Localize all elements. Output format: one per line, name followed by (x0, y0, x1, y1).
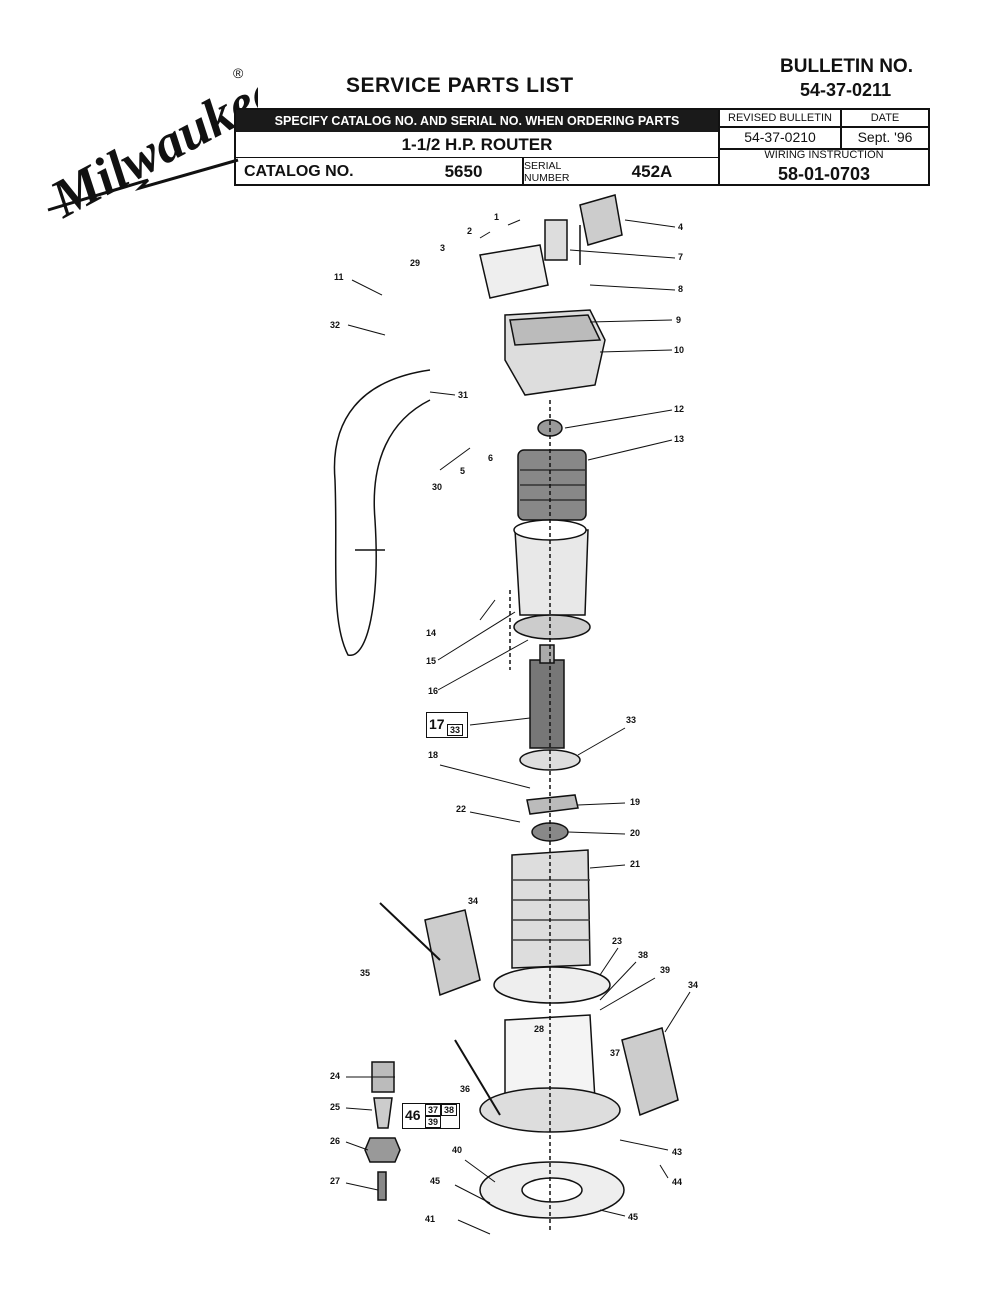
revised-label: REVISED BULLETIN (728, 112, 832, 124)
callout-23: 23 (612, 936, 623, 946)
callout-37: 37 (610, 1048, 621, 1058)
catalog-label: CATALOG NO. (244, 163, 354, 180)
date-value: Sept. '96 (857, 129, 913, 145)
callout-39: 39 (660, 965, 671, 975)
callout-45-left: 45 (430, 1176, 441, 1186)
callout-25: 25 (330, 1102, 341, 1112)
serial-label: SERIAL NUMBER (524, 160, 570, 184)
kit-label-17: 17 33 (426, 712, 468, 738)
milwaukee-logo: Milwaukee ® (28, 60, 286, 230)
callout-33: 33 (626, 715, 637, 725)
callout-24: 24 (330, 1071, 341, 1081)
serial-number: 452A (631, 162, 673, 181)
callout-13: 13 (674, 434, 685, 444)
callout-1: 1 (494, 212, 500, 222)
callout-10: 10 (674, 345, 685, 355)
date-label: DATE (870, 112, 900, 124)
catalog-number: 5650 (444, 162, 483, 181)
callout-7: 7 (678, 252, 684, 262)
callout-16: 16 (428, 686, 439, 696)
callout-14: 14 (426, 628, 437, 638)
callout-15: 15 (426, 656, 437, 666)
callout-43: 43 (672, 1147, 683, 1157)
callout-44: 44 (672, 1177, 683, 1187)
callout-34-right: 34 (688, 980, 699, 990)
callout-11: 11 (334, 272, 344, 282)
callout-41: 41 (425, 1214, 436, 1224)
page-title: SERVICE PARTS LIST (346, 74, 574, 97)
callout-4: 4 (678, 222, 684, 232)
callout-20: 20 (630, 828, 641, 838)
callout-5: 5 (460, 466, 466, 476)
bulletin-label: BULLETIN NO. (780, 56, 913, 77)
callout-45-right: 45 (628, 1212, 639, 1222)
registered-mark: ® (233, 65, 244, 81)
callout-28: 28 (534, 1024, 545, 1034)
callout-21: 21 (630, 859, 641, 869)
callout-22: 22 (456, 804, 467, 814)
callout-12: 12 (674, 404, 685, 414)
specify-note: SPECIFY CATALOG NO. AND SERIAL NO. WHEN … (236, 110, 718, 132)
callout-19: 19 (630, 797, 641, 807)
bulletin-number: 54-37-0211 (800, 80, 892, 100)
callout-34-left: 34 (468, 896, 479, 906)
callout-36: 36 (460, 1084, 471, 1094)
callout-30: 30 (432, 482, 443, 492)
revised-value: 54-37-0210 (744, 129, 816, 145)
kit-label-46: 46 37 38 39 (402, 1103, 460, 1129)
callout-31: 31 (458, 390, 469, 400)
product-name: 1-1/2 H.P. ROUTER (236, 132, 718, 158)
callout-38: 38 (638, 950, 649, 960)
callout-18: 18 (428, 750, 439, 760)
callout-2: 2 (467, 226, 473, 236)
wiring-label: WIRING INSTRUCTION (764, 149, 884, 161)
callout-40: 40 (452, 1145, 463, 1155)
callout-29: 29 (410, 258, 421, 268)
callout-26: 26 (330, 1136, 341, 1146)
callout-6: 6 (488, 453, 494, 463)
callout-8: 8 (678, 284, 684, 294)
callout-32: 32 (330, 320, 341, 330)
callout-3: 3 (440, 243, 446, 253)
callout-27: 27 (330, 1176, 341, 1186)
callout-35: 35 (360, 968, 371, 978)
callout-9: 9 (676, 315, 682, 325)
header-table: SPECIFY CATALOG NO. AND SERIAL NO. WHEN … (234, 108, 930, 186)
wiring-value: 58-01-0703 (777, 164, 871, 184)
